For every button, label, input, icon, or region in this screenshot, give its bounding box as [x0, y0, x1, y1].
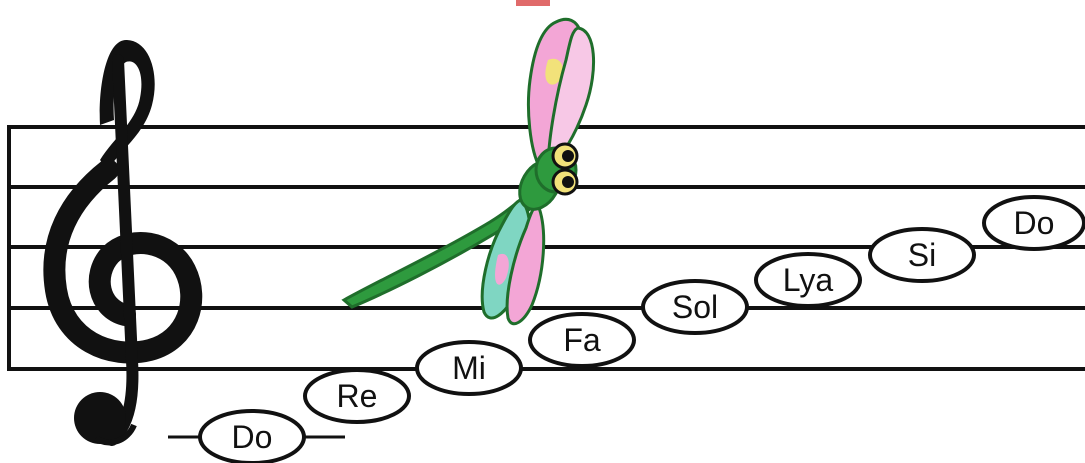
note-label: Sol — [672, 289, 718, 325]
note-label: Mi — [452, 350, 486, 386]
note-5: Sol — [641, 279, 749, 335]
dragonfly-wing-lower-right — [505, 203, 546, 326]
note-2: Re — [303, 368, 411, 424]
note-8: Do — [982, 195, 1085, 251]
note-oval — [754, 252, 862, 308]
note-oval — [528, 312, 636, 368]
note-oval — [641, 279, 749, 335]
note-3: Mi — [415, 340, 523, 396]
corner-accent — [516, 0, 550, 6]
note-7: Si — [868, 227, 976, 283]
note-label: Do — [232, 419, 273, 455]
note-oval — [303, 368, 411, 424]
note-label: Lya — [783, 262, 834, 298]
note-oval — [982, 195, 1085, 251]
note-label: Re — [337, 378, 378, 414]
treble-clef-icon — [43, 40, 203, 446]
note-4: Fa — [528, 312, 636, 368]
dragonfly-eyes — [551, 142, 579, 196]
note-1: Do — [198, 409, 306, 463]
note-6: Lya — [754, 252, 862, 308]
note-oval — [415, 340, 523, 396]
dragonfly-icon — [341, 17, 596, 326]
note-oval — [868, 227, 976, 283]
note-label: Si — [908, 237, 936, 273]
note-label: Fa — [563, 322, 601, 358]
note-label: Do — [1014, 205, 1055, 241]
note-oval — [198, 409, 306, 463]
